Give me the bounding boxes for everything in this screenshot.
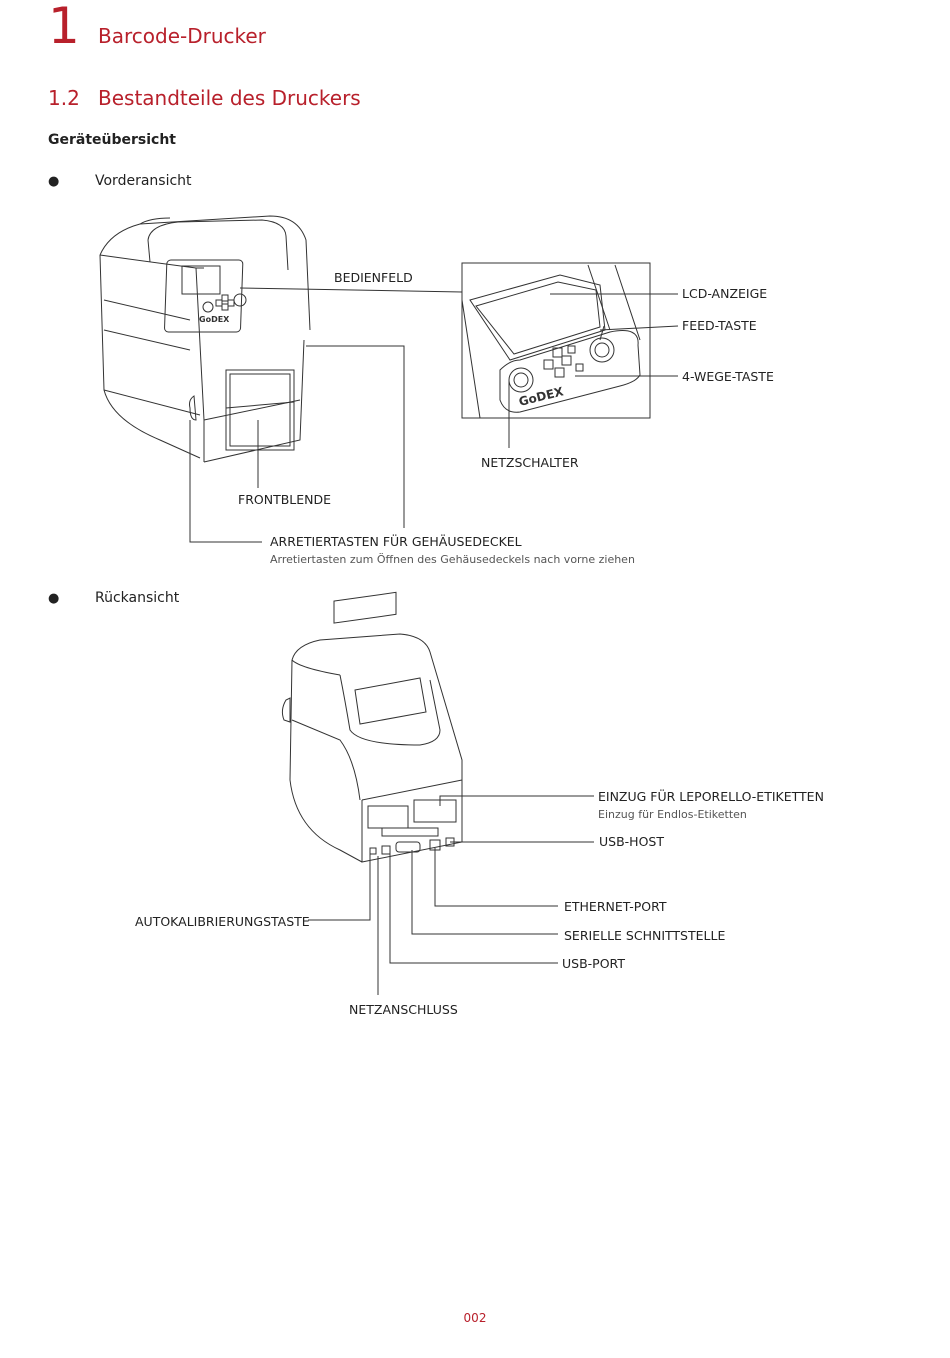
front-view-illustration: GoDEX GoDEX <box>99 215 679 543</box>
label-usb-port: USB-PORT <box>562 956 625 971</box>
bullet-dot: ● <box>48 174 60 189</box>
label-frontblende: FRONTBLENDE <box>238 492 332 507</box>
label-4-wege-taste: 4-WEGE-TASTE <box>682 369 774 384</box>
page-number: 002 <box>463 1311 487 1325</box>
bullet-dot: ● <box>48 591 60 606</box>
front-view-heading: Vorderansicht <box>95 173 192 189</box>
godex-logo-small: GoDEX <box>199 315 230 324</box>
section-title: Bestandteile des Druckers <box>98 86 361 110</box>
note-leporello-einzug: Einzug für Endlos-Etiketten <box>598 808 747 821</box>
rear-view-heading: Rückansicht <box>95 590 180 606</box>
note-arretiertasten: Arretiertasten zum Öffnen des Gehäusedec… <box>270 553 635 566</box>
chapter-title: Barcode-Drucker <box>98 24 266 48</box>
subheading: Geräteübersicht <box>48 132 177 148</box>
label-bedienfeld: BEDIENFELD <box>334 270 413 285</box>
chapter-number: 1 <box>48 0 80 55</box>
label-arretiertasten: ARRETIERTASTEN FÜR GEHÄUSEDECKEL <box>270 534 522 549</box>
label-netzanschluss: NETZANSCHLUSS <box>349 1002 458 1017</box>
label-serielle-schnittstelle: SERIELLE SCHNITTSTELLE <box>564 928 726 943</box>
label-leporello-einzug: EINZUG FÜR LEPORELLO-ETIKETTEN <box>598 789 824 804</box>
section-number: 1.2 <box>48 86 80 110</box>
rear-view-illustration <box>281 591 594 995</box>
label-feed-taste: FEED-TASTE <box>682 318 757 333</box>
label-usb-host: USB-HOST <box>599 834 664 849</box>
label-lcd-anzeige: LCD-ANZEIGE <box>682 286 768 301</box>
label-autokalibrierungstaste: AUTOKALIBRIERUNGSTASTE <box>135 914 310 929</box>
label-netzschalter: NETZSCHALTER <box>481 455 579 470</box>
label-ethernet-port: ETHERNET-PORT <box>564 899 667 914</box>
